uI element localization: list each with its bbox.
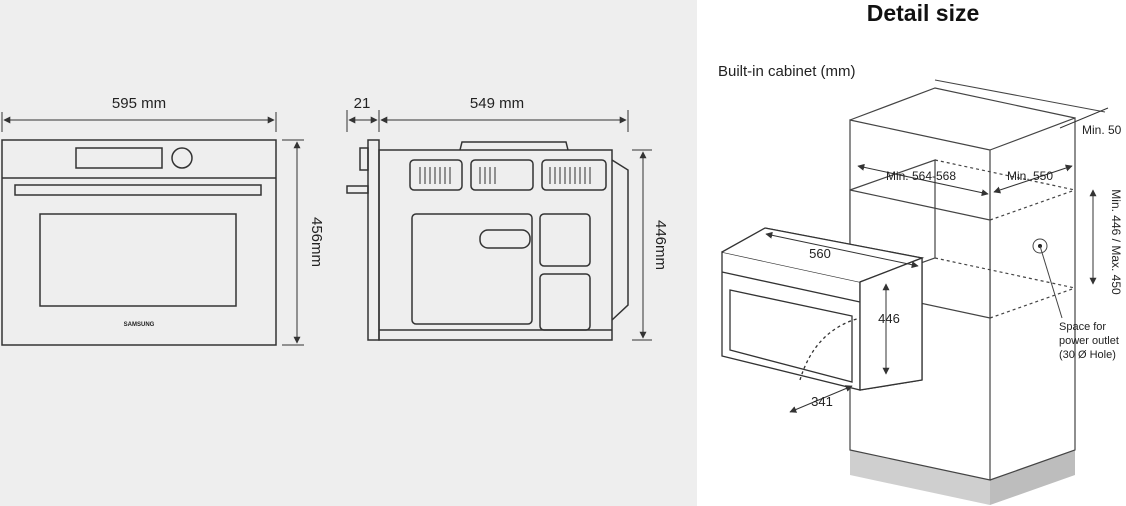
cabinet-top-face [849, 87, 1076, 121]
oven-iso-control-line [721, 271, 861, 303]
front-window [39, 213, 237, 307]
page-title: Detail size [866, 0, 980, 26]
oven-width-label: 560 [809, 246, 831, 261]
side-height-dimension [632, 149, 652, 341]
outlet-label-line2: power outlet [1059, 335, 1119, 347]
side-vent-3 [541, 159, 607, 191]
cabinet-plinth-side [990, 450, 1075, 505]
side-vent-1 [409, 159, 463, 191]
front-view [1, 139, 277, 346]
outlet-label-line3: (30 Ø Hole) [1059, 349, 1116, 361]
side-view [346, 139, 629, 341]
side-top-bracket [459, 141, 569, 151]
cabinet-subtitle: Built-in cabinet (mm) [718, 63, 856, 80]
side-door-depth-label: 21 [354, 95, 371, 112]
appliance-dimension-panel [0, 0, 697, 506]
side-panel-upper [539, 213, 591, 267]
oven-iso-window [729, 289, 853, 383]
door-swing-label: 341 [811, 394, 833, 409]
side-handle [346, 185, 369, 194]
front-height-dimension [282, 139, 304, 346]
front-height-label: 456mm [308, 217, 325, 267]
outlet-leader-line [1039, 245, 1063, 319]
side-panel-lower [539, 273, 591, 331]
outlet-label-line1: Space for [1059, 321, 1106, 333]
front-oven-outline [1, 139, 277, 346]
cabinet-min-gap-label: Min. 50 [1082, 123, 1122, 137]
front-knob [171, 147, 193, 169]
cabinet-height-range-label: Min. 446 / Max. 450 [1109, 189, 1123, 295]
cabinet-min-depth-label: Min. 550 [1007, 169, 1053, 183]
side-door-panel [367, 139, 380, 341]
side-body-depth-label: 549 mm [470, 95, 524, 112]
side-control-tab [359, 147, 369, 171]
oven-height-label: 446 [878, 311, 900, 326]
front-brand-label: SAMSUNG [124, 322, 155, 328]
front-door-handle [14, 184, 262, 196]
outlet-hole-icon [1032, 238, 1048, 254]
side-back-bracket [611, 159, 629, 321]
cabinet-gap-line [934, 79, 1106, 113]
side-depth-dimension [346, 110, 629, 132]
cabinet-min-width-label: Min. 564-568 [886, 169, 956, 183]
cabinet-side-face [989, 117, 1076, 481]
side-panel-large [411, 213, 533, 325]
cabinet-plinth-front [850, 450, 990, 505]
side-height-label: 446mm [652, 220, 669, 270]
side-cutout [479, 229, 531, 249]
front-display [75, 147, 163, 169]
side-vent-2 [470, 159, 534, 191]
cabinet-niche-side-dashes [989, 189, 1076, 319]
side-body [378, 149, 613, 341]
cabinet-dimension-lines [765, 107, 1109, 413]
front-width-dimension [1, 112, 277, 132]
side-vent-slots [419, 167, 591, 184]
front-width-label: 595 mm [112, 95, 166, 112]
